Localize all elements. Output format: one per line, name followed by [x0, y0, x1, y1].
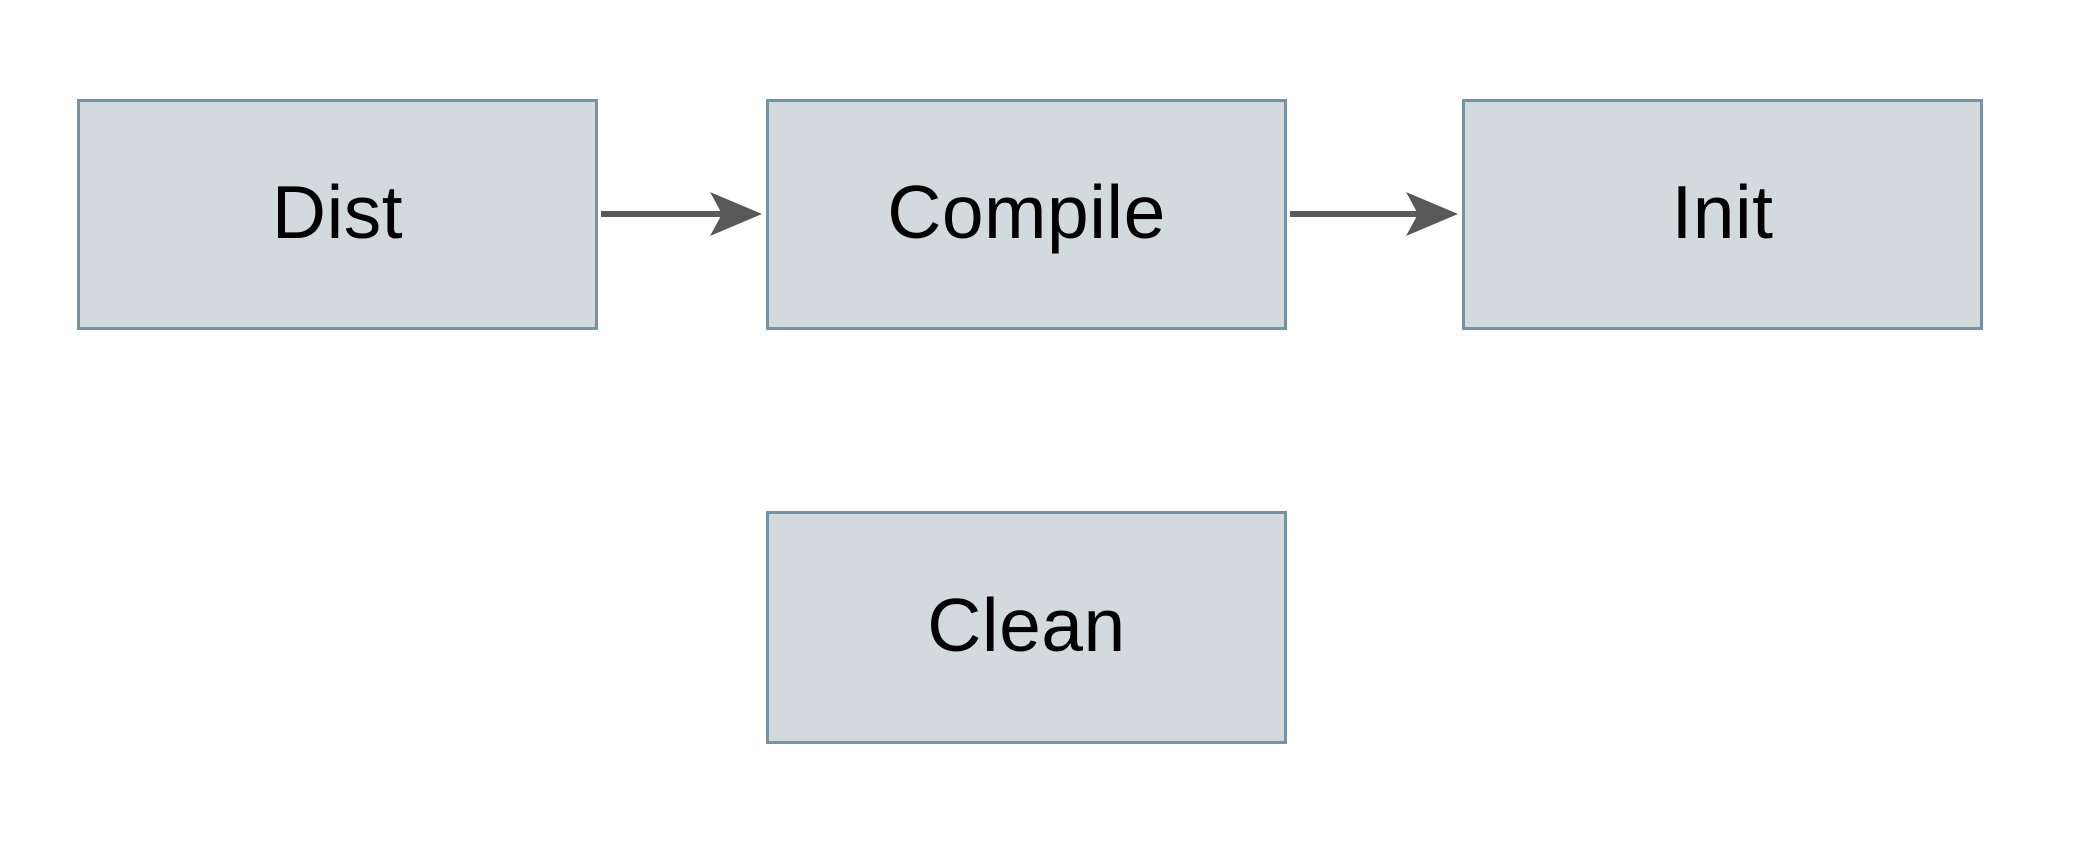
node-init[interactable]: Init — [1462, 99, 1983, 330]
node-clean[interactable]: Clean — [766, 511, 1287, 744]
node-dist-label: Dist — [271, 170, 404, 254]
arrow-dist-to-compile-icon — [601, 192, 762, 236]
node-compile[interactable]: Compile — [766, 99, 1287, 330]
arrow-compile-to-init-icon — [1290, 192, 1458, 236]
node-clean-label: Clean — [927, 583, 1126, 667]
node-init-label: Init — [1671, 170, 1774, 254]
node-compile-label: Compile — [887, 170, 1166, 254]
node-dist[interactable]: Dist — [77, 99, 598, 330]
